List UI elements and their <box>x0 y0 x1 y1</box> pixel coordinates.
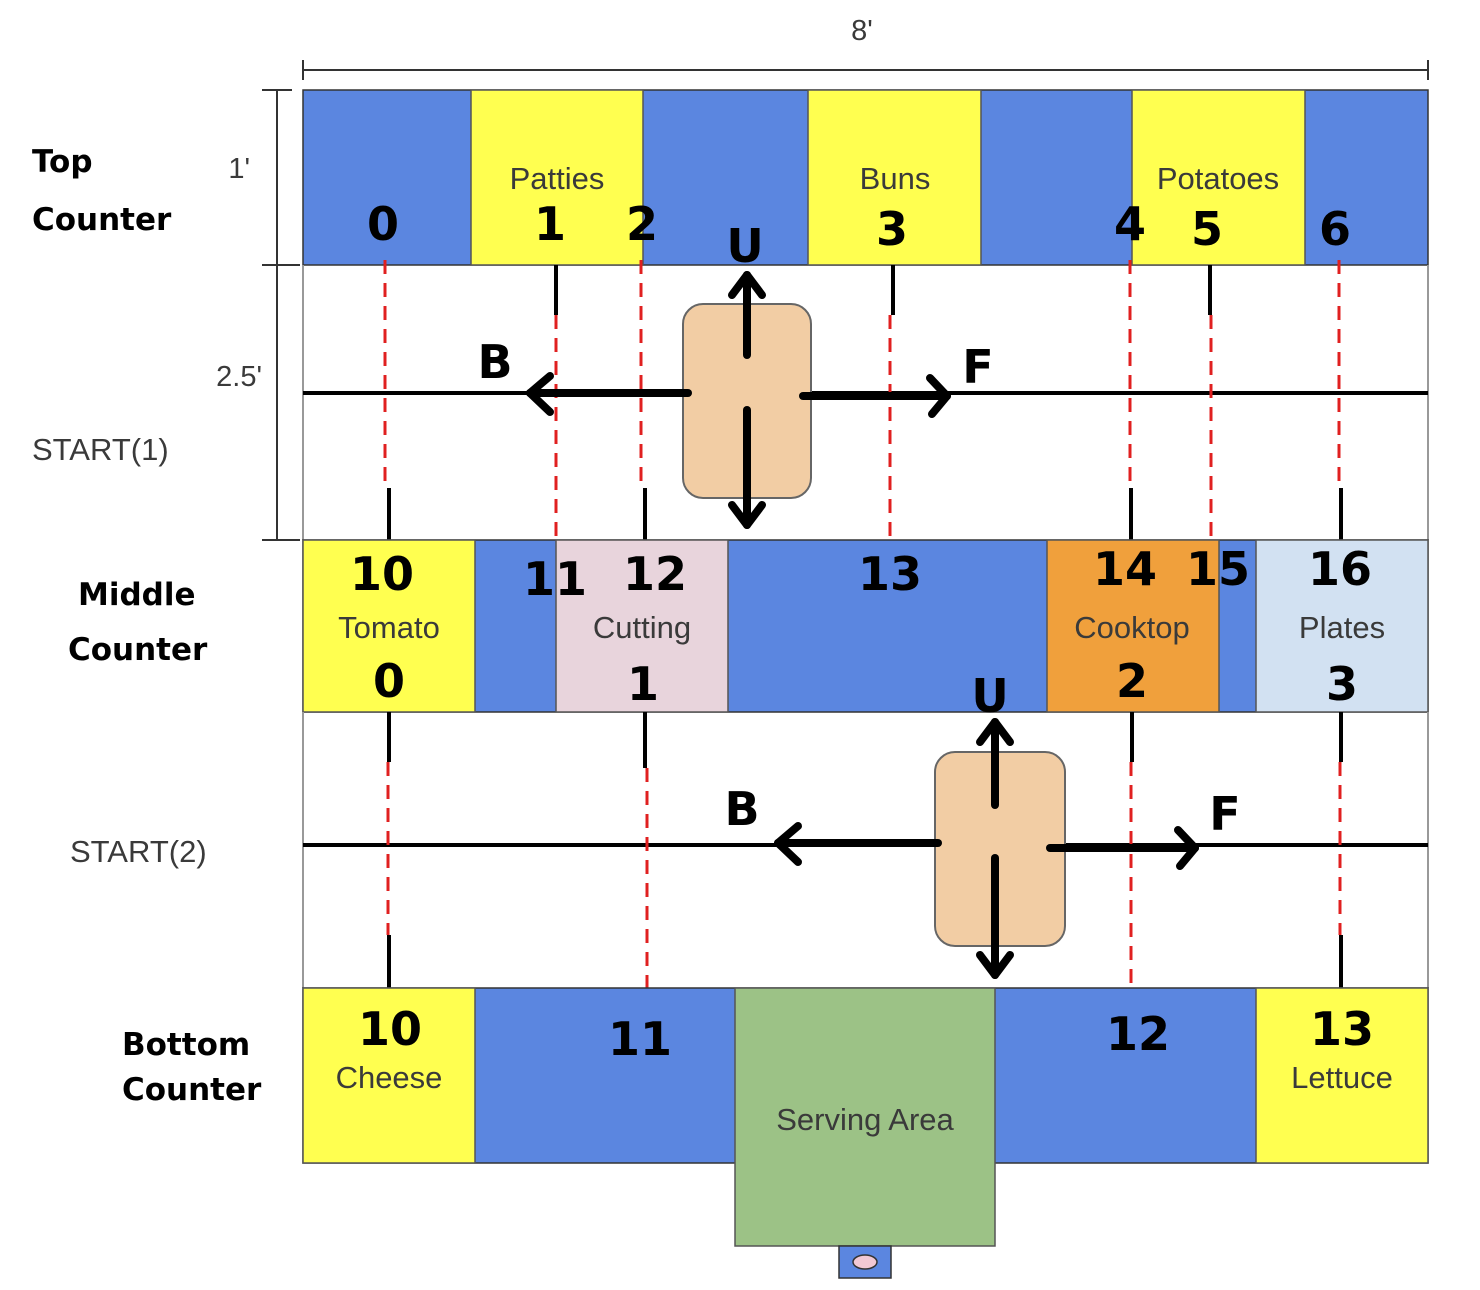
robot-2-arrows <box>774 718 1199 979</box>
buns-station <box>807 89 982 266</box>
middle-counter-label-line1: Middle <box>78 577 196 613</box>
bottom-position-13: 13 <box>1310 1002 1374 1056</box>
middle-counter: Tomato Cutting Cooktop Plates 10 11 12 1… <box>302 539 1429 713</box>
robot-1-arrows <box>526 271 951 529</box>
aisle-1-ticks <box>387 265 1343 540</box>
potatoes-station <box>1131 89 1306 266</box>
top-position-1: 1 <box>534 197 566 251</box>
middle-counter-label-line2: Counter <box>68 632 208 668</box>
bottom-position-10: 10 <box>358 1002 422 1056</box>
cutting-station <box>555 539 729 713</box>
patties-label: Patties <box>510 161 605 196</box>
middle-station-index-3: 3 <box>1326 657 1358 711</box>
middle-position-14: 14 <box>1093 542 1157 596</box>
cheese-label: Cheese <box>336 1060 443 1095</box>
middle-counter-surface <box>302 539 1429 713</box>
serving-area <box>734 987 996 1247</box>
serving-tab-knob <box>852 1254 878 1270</box>
buns-label: Buns <box>860 161 931 196</box>
robot-2-body <box>934 751 1066 947</box>
middle-position-13: 13 <box>858 547 922 601</box>
serving-area-label: Serving Area <box>776 1102 954 1137</box>
bottom-counter-label-line2: Counter <box>122 1072 262 1108</box>
robot-2-forward-label: F <box>1209 787 1240 841</box>
aisle-1-guides <box>383 260 1341 540</box>
cooktop-label: Cooktop <box>1074 610 1189 645</box>
robot-2: U D B F <box>724 669 1240 1039</box>
middle-station-index-2: 2 <box>1116 654 1148 708</box>
middle-position-10: 10 <box>350 547 414 601</box>
top-counter: Patties Buns Potatoes 0 1 2 3 4 5 6 <box>302 89 1429 266</box>
lettuce-station <box>1255 987 1429 1164</box>
top-position-2: 2 <box>626 197 658 251</box>
start1-label: START(1) <box>32 432 169 467</box>
middle-position-16: 16 <box>1308 542 1372 596</box>
top-counter-label-line2: Counter <box>32 202 172 238</box>
middle-position-15: 15 <box>1186 542 1250 596</box>
aisle-2-ticks <box>387 712 1343 988</box>
middle-station-index-1: 1 <box>627 657 659 711</box>
middle-position-12: 12 <box>623 547 687 601</box>
top-position-3: 3 <box>876 202 908 256</box>
robot-2-up-label: U <box>971 669 1008 723</box>
middle-position-11: 11 <box>523 552 587 606</box>
patties-station <box>470 89 644 266</box>
aisle-2 <box>302 712 1429 988</box>
top-position-5: 5 <box>1191 202 1223 256</box>
robot-1-back-label: B <box>477 335 512 389</box>
potatoes-label: Potatoes <box>1157 161 1279 196</box>
cutting-label: Cutting <box>593 610 691 645</box>
plates-label: Plates <box>1299 610 1385 645</box>
bottom-position-12: 12 <box>1106 1007 1170 1061</box>
top-counter-depth-label: 1' <box>228 153 250 185</box>
bottom-counter: Cheese Serving Area Lettuce 10 11 12 13 <box>302 987 1429 1279</box>
cheese-station <box>302 987 476 1164</box>
top-counter-label-line1: Top <box>32 144 93 180</box>
top-position-0: 0 <box>367 197 399 251</box>
robot-1-up-label: U <box>726 219 763 273</box>
aisle-depth-label: 2.5' <box>216 361 262 393</box>
robot-1-forward-label: F <box>962 340 993 394</box>
width-label: 8' <box>851 15 873 47</box>
aisle-2-guides <box>386 762 1342 988</box>
tomato-label: Tomato <box>338 610 440 645</box>
robot-2-back-label: B <box>724 782 759 836</box>
start2-label: START(2) <box>70 834 207 869</box>
top-position-6: 6 <box>1319 202 1351 256</box>
plates-station <box>1255 539 1429 713</box>
bottom-counter-label-line1: Bottom <box>122 1027 250 1063</box>
middle-station-index-0: 0 <box>373 654 405 708</box>
top-position-4: 4 <box>1114 197 1146 251</box>
bottom-position-11: 11 <box>608 1012 672 1066</box>
width-dimension: 8' <box>302 15 1429 80</box>
lettuce-label: Lettuce <box>1291 1060 1393 1095</box>
depth-dimension: 1' 2.5' <box>216 89 300 541</box>
robot-1: U D B F <box>477 219 993 586</box>
